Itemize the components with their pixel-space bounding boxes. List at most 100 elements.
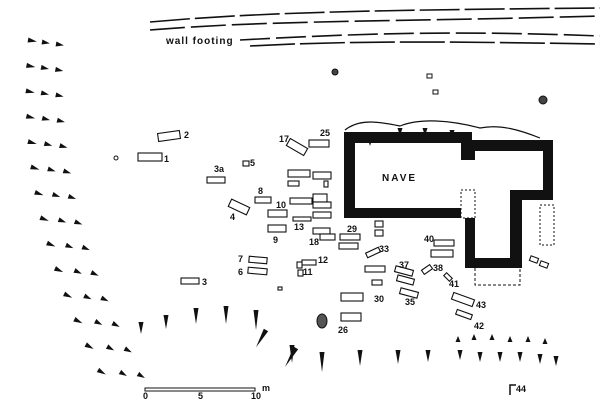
post-marker [537, 354, 543, 364]
stone-block [248, 255, 268, 265]
scale-tick-10: 10 [251, 391, 261, 401]
post-marker [111, 321, 120, 327]
post-marker [96, 367, 106, 375]
stone-block [340, 292, 364, 302]
stone-block [319, 233, 336, 241]
post-marker [319, 352, 325, 372]
stone-block [454, 308, 474, 321]
stone-block [371, 279, 383, 286]
scale-bar: 0 5 10 m [143, 383, 270, 401]
stone-block [242, 160, 250, 167]
stone-block [450, 291, 476, 308]
feature-label-18: 18 [309, 237, 319, 247]
stone-block [340, 312, 362, 322]
stone-block [137, 152, 163, 162]
stone-block [301, 259, 317, 266]
stone-block [312, 201, 332, 209]
post-marker [517, 352, 523, 362]
post-marker [25, 88, 35, 94]
post-marker [253, 310, 259, 330]
feature-label-37: 37 [399, 260, 409, 270]
post-marker [477, 352, 483, 362]
post-marker [425, 350, 431, 362]
post-marker [256, 328, 269, 348]
post-marker [27, 37, 37, 43]
stone-block [442, 271, 454, 283]
stone-block [312, 211, 332, 219]
feature-label-7: 7 [238, 254, 243, 264]
post-marker [105, 344, 115, 351]
stone-block [323, 180, 329, 188]
feature-label-30: 30 [374, 294, 384, 304]
post-marker [47, 166, 56, 172]
feature-label-4: 4 [230, 212, 235, 222]
post-marker [27, 139, 37, 145]
feature-label-25: 25 [320, 128, 330, 138]
stone-block [287, 180, 300, 187]
stone-block [267, 224, 287, 233]
post-marker [59, 143, 68, 148]
post-marker [56, 117, 65, 123]
feature-label-3a: 3a [214, 164, 225, 174]
stone-block [364, 265, 386, 273]
church-walls [344, 120, 555, 286]
post-marker [489, 334, 495, 340]
post-marker [223, 306, 229, 324]
feature-label-12: 12 [318, 255, 328, 265]
scale-tick-0: 0 [143, 391, 148, 401]
stone-block [308, 139, 330, 148]
misc-features [113, 68, 548, 395]
post-marker [73, 317, 83, 324]
feature-label-11: 11 [303, 267, 313, 277]
feature-label-43: 43 [476, 300, 486, 310]
post-marker [73, 219, 83, 225]
post-marker [65, 242, 74, 249]
post-marker [395, 350, 401, 364]
post-marker [43, 141, 53, 146]
scale-unit: m [262, 383, 270, 393]
post-marker [53, 266, 64, 273]
post-marker [397, 128, 403, 136]
wall-footing [149, 7, 601, 47]
feature-label-5: 5 [250, 158, 255, 168]
stone-block [374, 220, 384, 228]
post-markers [25, 37, 559, 378]
stone-block [430, 249, 454, 258]
post-marker [46, 240, 56, 247]
post-marker [525, 336, 531, 342]
stone-block [312, 171, 332, 180]
post-marker [25, 62, 36, 68]
post-marker [285, 346, 299, 368]
post-marker [41, 115, 51, 121]
stone-block [374, 229, 384, 237]
post-marker [118, 369, 127, 376]
stone-block [339, 233, 361, 241]
stone-block [312, 193, 328, 203]
post-marker [357, 350, 363, 366]
stone-block [420, 263, 434, 276]
post-marker [457, 350, 463, 360]
stone-block [156, 129, 182, 143]
stone-block [398, 287, 420, 299]
post-marker [84, 342, 94, 349]
post-marker [100, 295, 109, 302]
post-marker [193, 308, 199, 324]
feature-label-33: 33 [379, 244, 389, 254]
post-marker [347, 140, 353, 148]
stone-block [312, 227, 331, 235]
feature-label-38: 38 [433, 263, 443, 273]
post-marker [30, 164, 40, 170]
post-marker [73, 268, 82, 274]
stone-block [254, 196, 272, 204]
post-marker [455, 336, 461, 342]
post-marker [449, 130, 455, 138]
feature-label-35: 35 [405, 297, 415, 307]
wall-footing-label: wall footing [165, 36, 234, 47]
post-marker [471, 334, 477, 340]
feature-label-1: 1 [164, 154, 169, 164]
nave-label: NAVE [382, 173, 417, 184]
stone-block [364, 246, 382, 259]
